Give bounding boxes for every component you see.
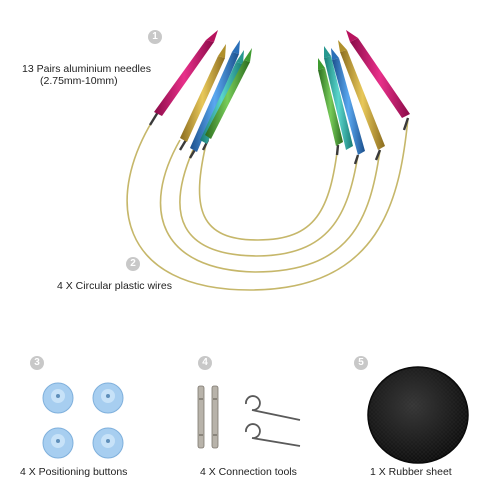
- needle-pink-right: [350, 38, 410, 118]
- cable-key-2: [211, 385, 219, 449]
- needle-teal-right: [324, 56, 353, 150]
- item-badge-4: 4: [198, 356, 212, 370]
- needle-teal-left: [200, 62, 243, 144]
- positioning-buttons: [42, 382, 124, 459]
- item-badge-5: 5: [354, 356, 368, 370]
- needle-gold-right: [340, 50, 385, 150]
- item-badge-2: 2: [126, 257, 140, 271]
- needle-blue-right: [332, 58, 365, 155]
- needle-pink-left: [154, 40, 214, 116]
- button-2: [92, 382, 124, 414]
- right-needles: [318, 30, 410, 155]
- item-label-4: 4 X Connection tools: [200, 466, 297, 478]
- left-needles: [154, 30, 252, 152]
- needle-green-left: [205, 60, 250, 139]
- circular-wires: [126, 111, 409, 291]
- item-sublabel-1: (2.75mm-10mm): [40, 75, 118, 87]
- wire-1: [126, 111, 409, 291]
- item-badge-3: 3: [30, 356, 44, 370]
- button-3: [42, 427, 74, 459]
- button-1: [42, 382, 74, 414]
- wire-4: [198, 139, 339, 241]
- item-label-1: 13 Pairs aluminium needles: [22, 63, 151, 75]
- button-4: [92, 427, 124, 459]
- needle-green-right: [318, 68, 343, 146]
- cable-joints: [148, 111, 410, 165]
- item-label-5: 1 X Rubber sheet: [370, 466, 452, 478]
- cable-key-1: [197, 385, 205, 449]
- wire-3: [179, 149, 359, 257]
- wire-hook-1: [245, 395, 301, 421]
- connection-tools: [197, 385, 301, 449]
- wire-2: [159, 139, 381, 273]
- item-label-3: 4 X Positioning buttons: [20, 466, 128, 478]
- wire-hook-2: [245, 423, 301, 447]
- needle-blue-left: [190, 52, 239, 152]
- rubber-sheet: [367, 366, 469, 464]
- item-label-2: 4 X Circular plastic wires: [57, 280, 172, 292]
- needle-gold-left: [180, 56, 225, 142]
- item-badge-1: 1: [148, 30, 162, 44]
